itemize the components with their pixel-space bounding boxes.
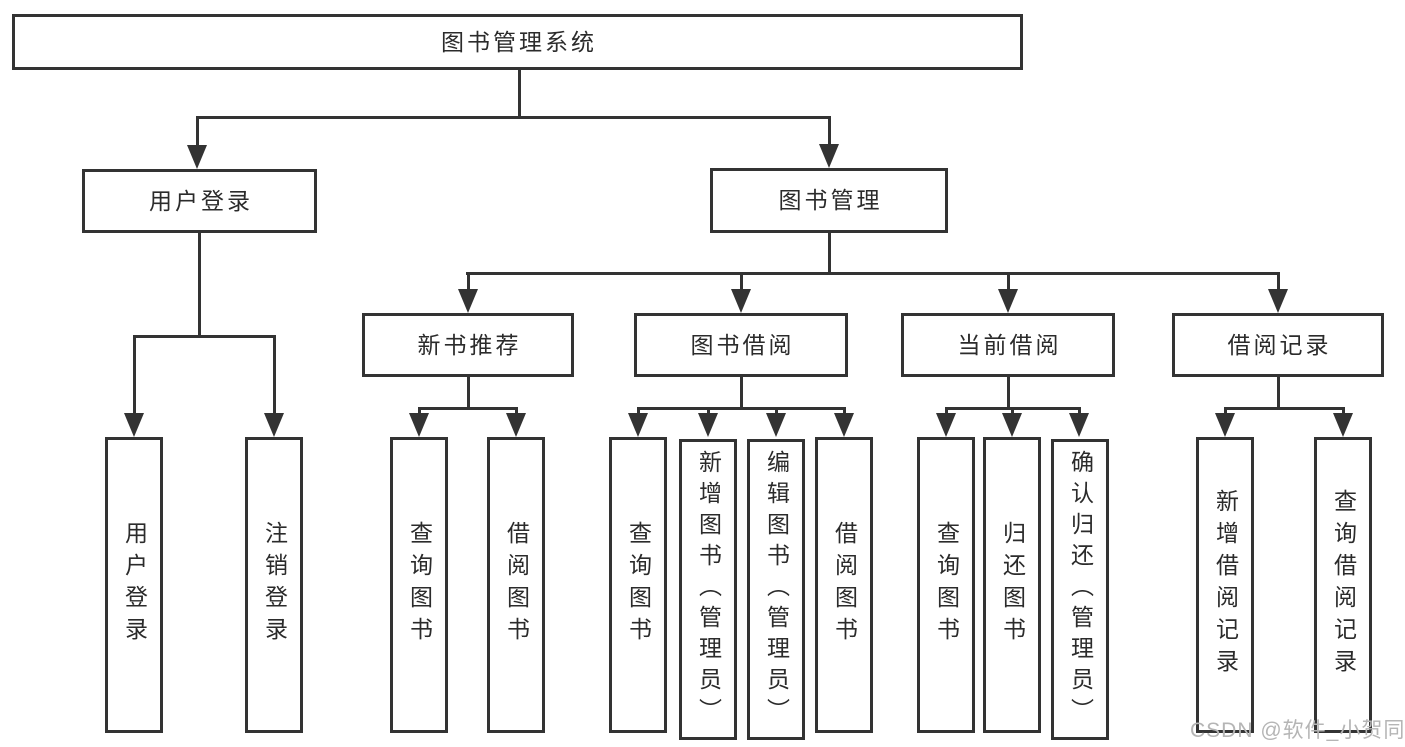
connector-line (467, 272, 470, 292)
arrow-down-icon (458, 289, 478, 313)
arrow-down-icon (1069, 413, 1089, 437)
leaf-borrow-books-recommend: 借阅图书 (487, 437, 545, 733)
arrow-down-icon (124, 413, 144, 437)
connector-line (740, 272, 743, 292)
connector-line (196, 116, 199, 148)
connector-line (828, 233, 831, 274)
arrow-down-icon (187, 145, 207, 169)
leaf-query-borrow-record: 查询借阅记录 (1314, 437, 1372, 733)
arrow-down-icon (834, 413, 854, 437)
connector-line (1007, 272, 1010, 292)
arrow-down-icon (409, 413, 429, 437)
leaf-add-book-admin: 新增图书（管理员） (679, 439, 737, 740)
connector-line (1342, 407, 1345, 416)
connector-line (945, 407, 948, 416)
connector-line (1277, 272, 1280, 292)
connector-line (518, 70, 521, 116)
leaf-edit-book-admin: 编辑图书（管理员） (747, 439, 805, 740)
connector-line (418, 407, 518, 410)
leaf-logout: 注销登录 (245, 437, 303, 733)
connector-line (466, 272, 1280, 275)
arrow-down-icon (819, 144, 839, 168)
node-library-system: 图书管理系统 (12, 14, 1023, 70)
leaf-confirm-return-admin: 确认归还（管理员） (1051, 439, 1109, 740)
arrow-down-icon (506, 413, 526, 437)
leaf-query-books-current: 查询图书 (917, 437, 975, 733)
arrow-down-icon (731, 289, 751, 313)
node-book-borrowing: 图书借阅 (634, 313, 848, 377)
leaf-user-login: 用户登录 (105, 437, 163, 733)
node-user-login-branch: 用户登录 (82, 169, 317, 233)
arrow-down-icon (1215, 413, 1235, 437)
connector-line (273, 335, 276, 416)
connector-line (198, 233, 201, 335)
arrow-down-icon (1268, 289, 1288, 313)
connector-line (1277, 377, 1280, 409)
leaf-add-borrow-record: 新增借阅记录 (1196, 437, 1254, 733)
connector-line (133, 335, 136, 416)
leaf-query-books-borrow: 查询图书 (609, 437, 667, 733)
connector-line (637, 407, 640, 416)
arrow-down-icon (936, 413, 956, 437)
arrow-down-icon (1002, 413, 1022, 437)
connector-line (775, 407, 778, 416)
csdn-watermark: CSDN @软件_小贺同学 (1190, 719, 1405, 742)
connector-line (196, 116, 831, 119)
arrow-down-icon (1333, 413, 1353, 437)
leaf-borrow-books: 借阅图书 (815, 437, 873, 733)
arrow-down-icon (766, 413, 786, 437)
arrow-down-icon (264, 413, 284, 437)
leaf-return-book: 归还图书 (983, 437, 1041, 733)
connector-line (1224, 407, 1345, 410)
arrow-down-icon (628, 413, 648, 437)
arrow-down-icon (998, 289, 1018, 313)
connector-line (740, 377, 743, 409)
connector-line (707, 407, 710, 416)
node-book-management: 图书管理 (710, 168, 948, 233)
connector-line (418, 407, 421, 416)
connector-line (1007, 377, 1010, 409)
connector-line (1078, 407, 1081, 416)
leaf-query-books-recommend: 查询图书 (390, 437, 448, 733)
connector-line (1224, 407, 1227, 416)
node-current-borrowing: 当前借阅 (901, 313, 1115, 377)
connector-line (515, 407, 518, 416)
node-new-book-recommend: 新书推荐 (362, 313, 574, 377)
connector-line (467, 377, 470, 409)
node-borrowing-records: 借阅记录 (1172, 313, 1384, 377)
arrow-down-icon (698, 413, 718, 437)
connector-line (828, 116, 831, 147)
connector-line (133, 335, 276, 338)
connector-line (843, 407, 846, 416)
connector-line (637, 407, 846, 410)
connector-line (1011, 407, 1014, 416)
